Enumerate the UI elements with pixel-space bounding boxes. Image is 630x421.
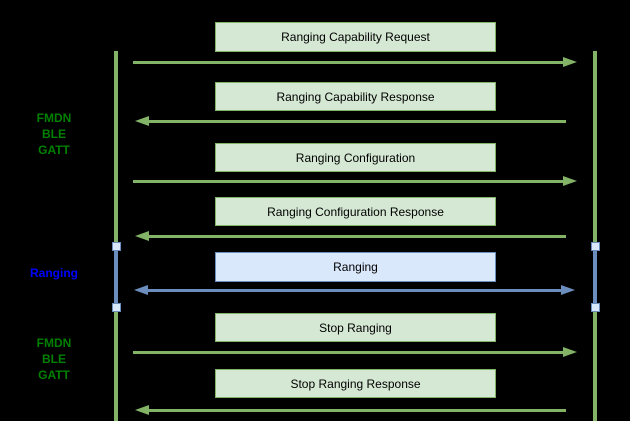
arrow-stop-ranging-response — [135, 404, 566, 416]
arrow-shaft — [148, 120, 566, 123]
phase-label-line: FMDN — [36, 111, 72, 125]
ranging-session-segment-right — [593, 246, 597, 308]
arrow-shaft — [147, 288, 562, 293]
message-label: Ranging Configuration — [295, 150, 416, 165]
message-label: Stop Ranging — [319, 320, 392, 335]
arrowhead-left-icon — [135, 116, 149, 126]
phase-label-fmdn-ble-gatt-top: FMDN BLE GATT — [8, 110, 100, 158]
phase-label-line: FMDN — [36, 336, 72, 350]
message-box-ranging-capability-response: Ranging Capability Response — [215, 82, 496, 111]
phase-label-ranging: Ranging — [8, 265, 100, 281]
arrowhead-left-icon — [135, 404, 149, 415]
arrow-shaft — [133, 179, 564, 183]
arrow-ranging-bidirectional — [134, 285, 575, 296]
message-label: Ranging Configuration Response — [267, 204, 444, 219]
arrow-shaft — [133, 60, 564, 64]
message-box-ranging-configuration-response: Ranging Configuration Response — [215, 197, 496, 226]
arrowhead-right-icon — [563, 175, 577, 186]
phase-label-line: BLE — [42, 352, 66, 366]
arrow-stop-ranging — [133, 346, 577, 358]
arrow-ranging-capability-request — [133, 56, 577, 68]
message-box-ranging: Ranging — [215, 252, 496, 282]
lifeline-left — [114, 51, 118, 421]
message-label: Ranging — [333, 260, 378, 274]
arrowhead-left-icon — [135, 231, 149, 241]
arrow-ranging-configuration — [133, 175, 577, 187]
message-box-stop-ranging-response: Stop Ranging Response — [215, 369, 496, 398]
arrowhead-right-icon — [561, 285, 575, 295]
message-label: Ranging Capability Response — [276, 89, 435, 104]
session-endpoint-square — [590, 303, 600, 312]
lifeline-right — [593, 51, 597, 421]
arrow-ranging-capability-response — [135, 116, 566, 127]
arrow-shaft — [148, 235, 566, 238]
session-endpoint-square — [590, 242, 600, 251]
phase-label-line: Ranging — [30, 266, 78, 280]
ranging-session-segment-left — [114, 246, 118, 308]
phase-label-line: BLE — [42, 127, 66, 141]
arrowhead-right-icon — [563, 346, 577, 357]
message-label: Stop Ranging Response — [290, 376, 421, 391]
message-box-stop-ranging: Stop Ranging — [215, 313, 496, 342]
session-endpoint-square — [111, 242, 121, 251]
phase-label-line: GATT — [38, 368, 70, 382]
session-endpoint-square — [111, 303, 121, 312]
arrow-shaft — [133, 350, 564, 354]
arrow-ranging-configuration-response — [135, 231, 566, 242]
message-label: Ranging Capability Request — [281, 30, 430, 44]
arrowhead-right-icon — [563, 56, 577, 67]
message-box-ranging-capability-request: Ranging Capability Request — [215, 22, 496, 52]
arrowhead-left-icon — [134, 285, 148, 295]
phase-label-line: GATT — [38, 143, 70, 157]
arrow-shaft — [148, 408, 566, 412]
message-box-ranging-configuration: Ranging Configuration — [215, 143, 496, 172]
phase-label-fmdn-ble-gatt-bottom: FMDN BLE GATT — [8, 335, 100, 383]
